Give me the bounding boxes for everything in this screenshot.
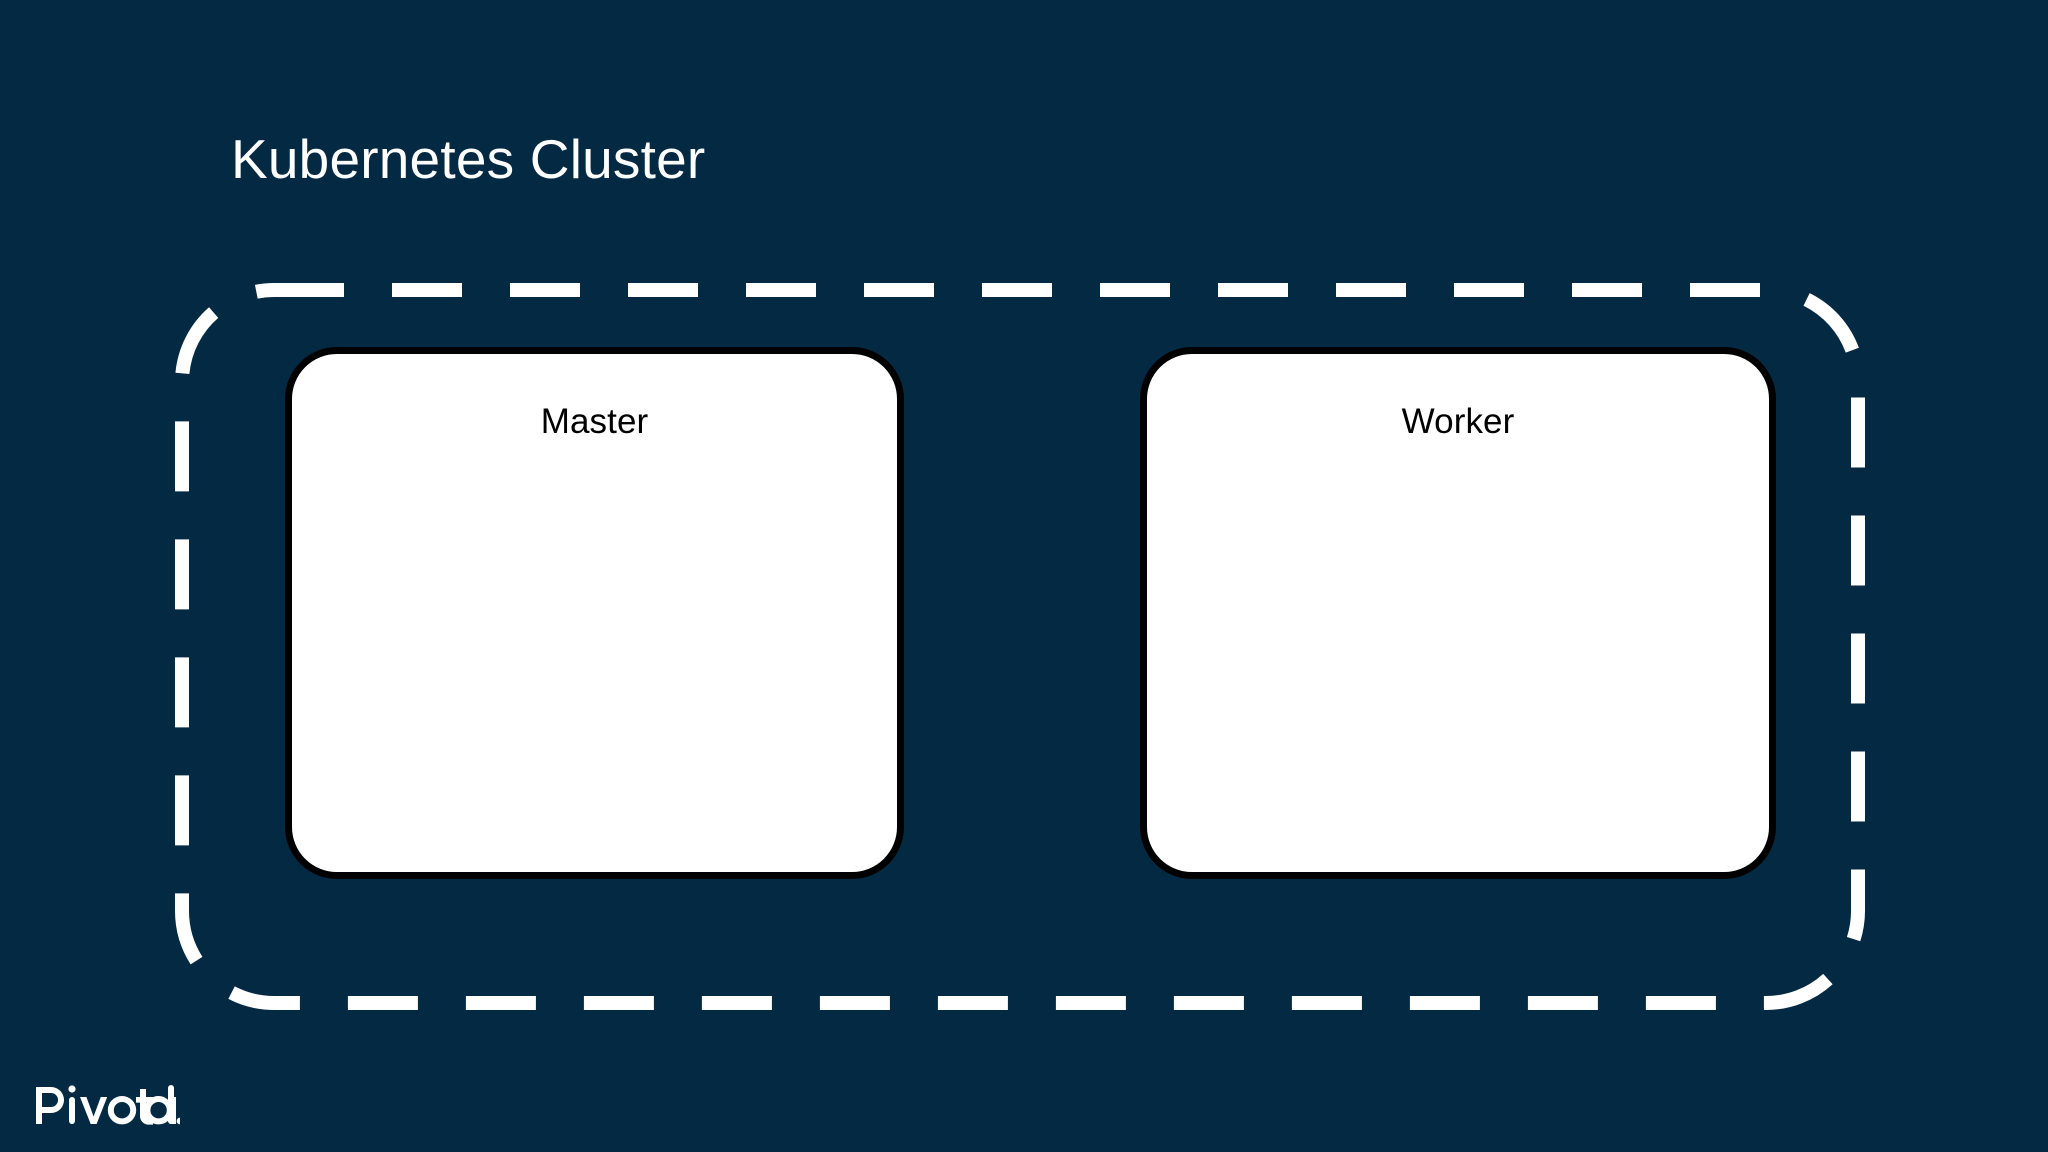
page-title: Kubernetes Cluster: [231, 128, 706, 190]
pivotal-logo-icon: [36, 1085, 180, 1125]
node-worker[interactable]: Worker: [1140, 347, 1776, 879]
pivotal-logo: [34, 1082, 180, 1128]
node-master-label: Master: [540, 402, 649, 441]
node-worker-label: Worker: [1401, 402, 1515, 441]
node-master[interactable]: Master: [285, 347, 904, 879]
